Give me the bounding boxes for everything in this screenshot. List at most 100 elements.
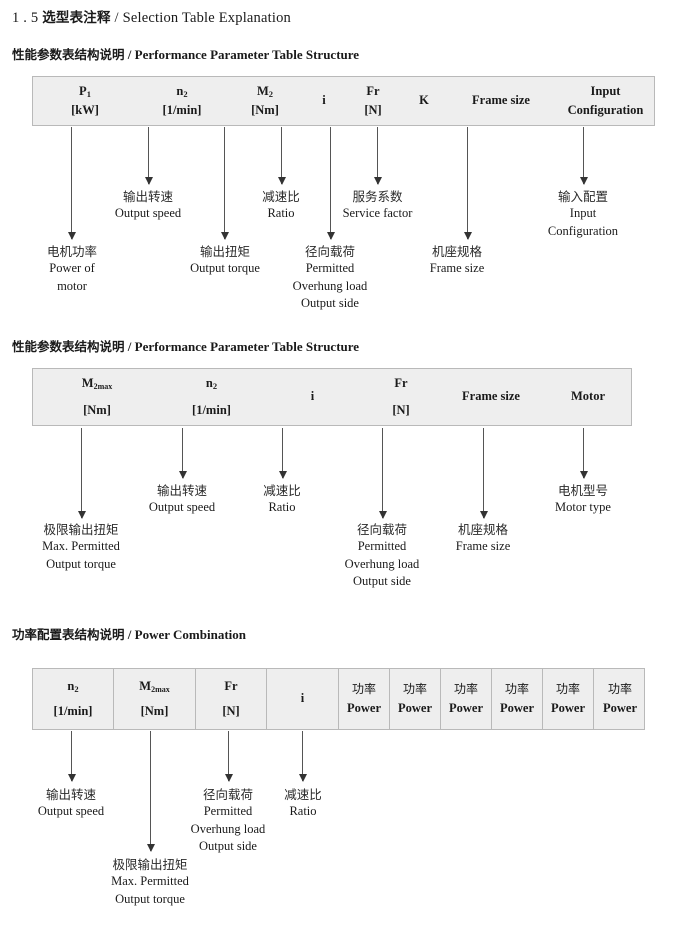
callout-t2-ratio-en1: Ratio: [268, 500, 296, 515]
section-2-heading-en: Performance Parameter Table Structure: [134, 339, 360, 354]
arrow-down-icon-t2-motor-type: [579, 428, 588, 479]
table2-col-m2max-symbol: M2max: [81, 376, 113, 392]
callout-t1-output-speed-en1: Output speed: [114, 206, 182, 221]
table1-col-p1-symbol: P1: [79, 83, 91, 99]
table3-col-m2max-unit: [Nm]: [140, 704, 169, 718]
callout-t3-overhung-load-en3: Output side: [199, 838, 257, 853]
table1-col-input-configuration-line2: Configuration: [567, 103, 644, 117]
callout-t1-overhung-load-en3: Output side: [301, 295, 359, 310]
callout-t1-ratio: 减速比 Ratio: [241, 188, 321, 223]
callout-t1-power-of-motor-en2: motor: [57, 278, 87, 293]
callout-t1-power-of-motor: 电机功率 Power of motor: [26, 243, 118, 295]
callout-t3-overhung-load: 径向载荷 Permitted Overhung load Output side: [170, 786, 286, 855]
table3-col-power-6: 功率 Power: [593, 669, 646, 729]
callout-t3-max-permitted-output-torque: 极限输出扭矩 Max. Permitted Output torque: [89, 856, 211, 908]
arrow-down-icon-t2-ratio: [278, 428, 287, 479]
section-1-heading-cn: 性能参数表结构说明: [12, 47, 125, 62]
table3-col-m2max-symbol: M2max: [139, 678, 170, 694]
table3-col-n2: n2 [1/min]: [33, 669, 113, 729]
table3-col-i-symbol: i: [300, 691, 305, 706]
callout-t1-input-configuration-en1: Input: [569, 206, 597, 221]
callout-t2-overhung-load: 径向载荷 Permitted Overhung load Output side: [324, 521, 440, 590]
performance-parameter-table-1: P1 [kW] n2 [1/min] M2 [Nm] i Fr [N] K Fr…: [32, 76, 655, 126]
callout-t2-max-torque-en2: Output torque: [46, 556, 116, 571]
arrow-down-icon-t1-output-speed: [144, 127, 153, 185]
table2-col-motor: Motor: [543, 369, 633, 425]
table1-col-frame-size-label: Frame size: [472, 93, 530, 108]
table3-col-n2-unit: [1/min]: [53, 704, 93, 718]
table1-col-p1-unit: [kW]: [71, 103, 99, 117]
table2-col-fr: Fr [N]: [363, 369, 439, 425]
arrow-down-icon-t3-output-speed: [67, 731, 76, 782]
callout-t1-output-torque-cn: 输出扭矩: [199, 244, 250, 259]
table2-col-n2-unit: [1/min]: [192, 402, 231, 417]
table1-col-fr: Fr [N]: [345, 77, 401, 125]
arrow-down-icon-t1-overhung-load: [326, 127, 335, 240]
arrow-down-icon-t1-power: [67, 127, 76, 240]
callout-t3-ratio-cn: 减速比: [284, 787, 322, 802]
table3-col-fr-symbol: Fr: [224, 678, 238, 693]
callout-t2-motor-type: 电机型号 Motor type: [533, 482, 633, 517]
table1-col-input-configuration-line1: Input: [590, 83, 621, 98]
callout-t3-overhung-load-cn: 径向载荷: [202, 787, 253, 802]
section-1-heading: 性能参数表结构说明 / Performance Parameter Table …: [12, 44, 359, 63]
table3-col-power-2-en: Power: [397, 700, 432, 715]
section-2-heading-sep: /: [127, 339, 132, 354]
table2-col-i-symbol: i: [310, 389, 315, 404]
title-number: 1 . 5: [12, 10, 39, 26]
callout-t3-overhung-load-en2: Overhung load: [190, 821, 266, 836]
table3-col-n2-symbol: n2: [67, 678, 79, 694]
arrow-down-icon-t1-output-torque: [220, 127, 229, 240]
callout-t2-ratio: 减速比 Ratio: [242, 482, 322, 517]
table3-col-power-1: 功率 Power: [338, 669, 389, 729]
callout-t3-output-speed-en1: Output speed: [37, 804, 105, 819]
table3-col-power-5-cn: 功率: [555, 682, 580, 697]
arrow-down-icon-t3-max-torque: [146, 731, 155, 852]
callout-t1-overhung-load: 径向载荷 Permitted Overhung load Output side: [272, 243, 388, 312]
section-3-heading-en: Power Combination: [134, 627, 246, 642]
callout-t3-max-torque-en1: Max. Permitted: [111, 874, 189, 889]
callout-t2-overhung-load-en2: Overhung load: [344, 556, 420, 571]
callout-t2-max-torque-en1: Max. Permitted: [42, 539, 120, 554]
callout-t1-overhung-load-cn: 径向载荷: [304, 244, 355, 259]
table3-col-power-1-en: Power: [346, 700, 381, 715]
callout-t1-service-factor: 服务系数 Service factor: [320, 188, 435, 223]
table3-col-fr-unit: [N]: [222, 704, 240, 718]
callout-t1-frame-size-en1: Frame size: [429, 261, 485, 276]
table2-col-n2: n2 [1/min]: [161, 369, 262, 425]
arrow-down-icon-t3-overhung-load: [224, 731, 233, 782]
arrow-down-icon-t1-service-factor: [373, 127, 382, 185]
table1-col-i: i: [303, 77, 345, 125]
callout-t1-service-factor-cn: 服务系数: [352, 189, 403, 204]
table3-col-power-6-cn: 功率: [607, 682, 632, 697]
callout-t2-overhung-load-cn: 径向载荷: [356, 522, 407, 537]
callout-t2-motor-type-en1: Motor type: [555, 500, 611, 515]
arrow-down-icon-t3-ratio: [298, 731, 307, 782]
table1-col-m2-symbol: M2: [256, 83, 274, 99]
callout-t3-overhung-load-en1: Permitted: [203, 804, 253, 819]
callout-t2-overhung-load-en3: Output side: [353, 573, 411, 588]
table1-col-n2-symbol: n2: [176, 83, 188, 99]
callout-t1-input-configuration-en2: Configuration: [547, 223, 619, 238]
callout-t2-ratio-cn: 减速比: [263, 483, 301, 498]
callout-t3-output-speed-cn: 输出转速: [45, 787, 96, 802]
table3-col-power-3-en: Power: [448, 700, 483, 715]
callout-t2-max-torque-cn: 极限输出扭矩: [43, 522, 119, 537]
table2-col-m2max: M2max [Nm]: [33, 369, 161, 425]
table2-col-fr-unit: [N]: [392, 402, 410, 417]
power-combination-table: n2 [1/min] M2max [Nm] Fr [N] i 功率 Power …: [32, 668, 645, 730]
table3-col-power-4: 功率 Power: [491, 669, 542, 729]
table1-col-n2: n2 [1/min]: [137, 77, 227, 125]
callout-t1-input-configuration: 输入配置 Input Configuration: [523, 188, 643, 240]
callout-t1-frame-size: 机座规格 Frame size: [412, 243, 502, 278]
section-1-heading-sep: /: [127, 47, 132, 62]
arrow-down-icon-t2-overhung-load: [378, 428, 387, 519]
table1-col-k-symbol: K: [419, 93, 429, 108]
callout-t1-service-factor-en1: Service factor: [342, 206, 413, 221]
table3-col-power-6-en: Power: [602, 700, 637, 715]
arrow-down-icon-t2-output-speed: [178, 428, 187, 479]
table1-col-m2-unit: [Nm]: [251, 103, 279, 117]
table1-col-input-configuration: Input Configuration: [555, 77, 656, 125]
callout-t1-overhung-load-en2: Overhung load: [292, 278, 368, 293]
table1-col-frame-size: Frame size: [447, 77, 555, 125]
